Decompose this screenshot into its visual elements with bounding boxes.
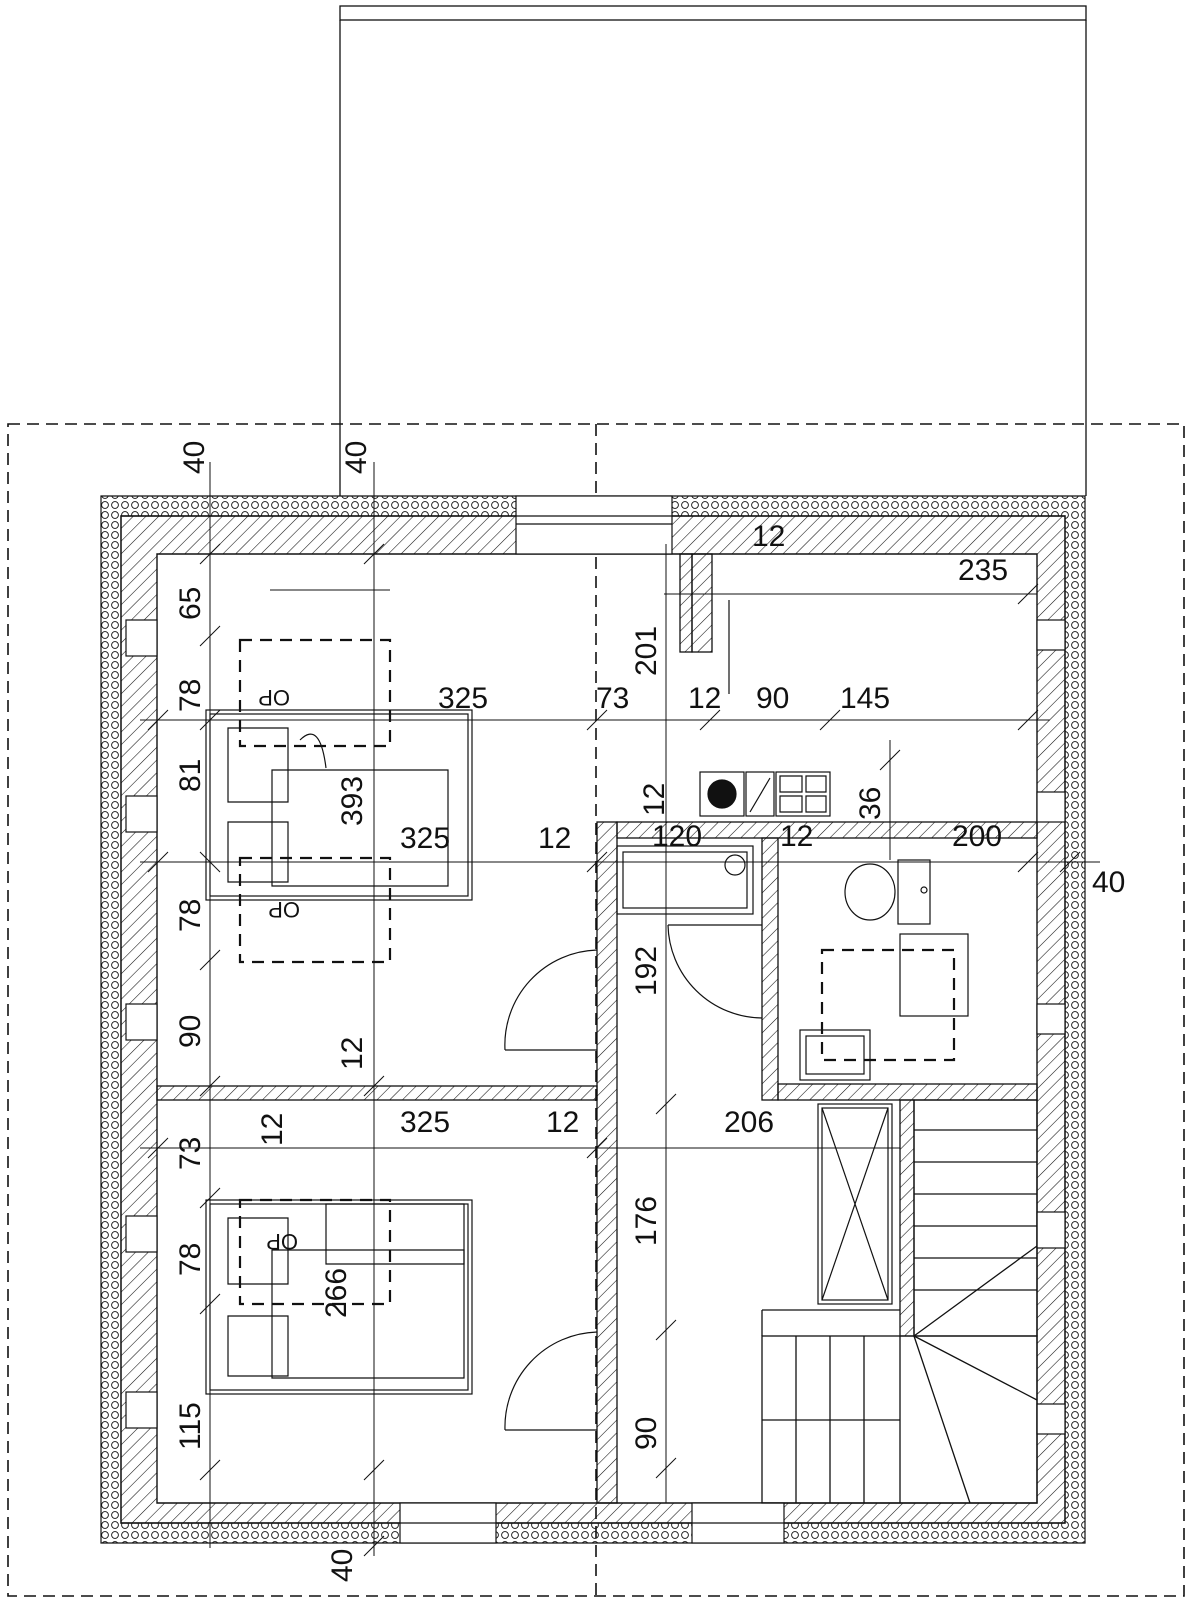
dim-90-a: 90 bbox=[756, 682, 789, 715]
dim-73-a: 73 bbox=[596, 682, 629, 715]
bed-lower bbox=[205, 1199, 473, 1395]
dim-393: 393 bbox=[336, 776, 369, 826]
dim-266: 266 bbox=[320, 1268, 353, 1318]
dim-40-top-b: 40 bbox=[340, 441, 373, 474]
dimension-lines bbox=[140, 462, 1100, 1556]
dim-90-c: 90 bbox=[630, 1417, 663, 1450]
dim-81: 81 bbox=[174, 759, 207, 792]
dim-12-f: 12 bbox=[336, 1037, 369, 1070]
terrace-outline bbox=[339, 5, 1087, 496]
dim-12-g: 12 bbox=[256, 1113, 289, 1146]
dim-12-top: 12 bbox=[752, 520, 785, 553]
dim-12-h: 12 bbox=[546, 1106, 579, 1139]
kitchen-appliances bbox=[699, 600, 831, 817]
dim-78-b: 78 bbox=[174, 899, 207, 932]
interior-walls bbox=[156, 553, 1038, 1504]
dim-200: 200 bbox=[952, 820, 1002, 853]
op-label-3: OP bbox=[266, 1229, 298, 1254]
dim-176: 176 bbox=[630, 1196, 663, 1246]
op-label-2: OP bbox=[268, 897, 300, 922]
attic-labels: OP OP OP bbox=[258, 685, 300, 1254]
windows bbox=[125, 495, 1066, 1544]
dim-78-c: 78 bbox=[174, 1243, 207, 1276]
dim-120: 120 bbox=[652, 820, 702, 853]
staircase bbox=[761, 1099, 1038, 1504]
bathroom-fixtures bbox=[616, 845, 969, 1081]
dim-115: 115 bbox=[174, 1402, 207, 1450]
dim-206: 206 bbox=[724, 1106, 774, 1139]
dim-40-right: 40 bbox=[1092, 866, 1125, 899]
dim-40-bottom: 40 bbox=[326, 1549, 359, 1582]
roof-outline-dashed bbox=[7, 423, 1185, 1597]
insulation-layer bbox=[100, 495, 1086, 1544]
wardrobe bbox=[817, 1103, 893, 1305]
dim-12-d: 12 bbox=[638, 783, 671, 816]
dim-235: 235 bbox=[958, 554, 1008, 587]
dim-12-b: 12 bbox=[688, 682, 721, 715]
dim-325-c: 325 bbox=[400, 1106, 450, 1139]
dimension-labels: 40 40 12 235 201 65 78 325 73 12 90 145 … bbox=[174, 441, 1125, 1582]
attic-zones bbox=[238, 638, 956, 1306]
exterior-walls bbox=[120, 515, 1066, 1524]
dim-12-e: 12 bbox=[780, 820, 813, 853]
dim-201: 201 bbox=[630, 626, 663, 676]
dimension-ticks bbox=[147, 543, 1081, 1557]
dim-325-b: 325 bbox=[400, 822, 450, 855]
dim-65: 65 bbox=[174, 587, 207, 620]
op-label-1: OP bbox=[258, 685, 290, 710]
dim-192: 192 bbox=[630, 946, 663, 996]
dim-73-b: 73 bbox=[174, 1137, 207, 1170]
dim-78-a: 78 bbox=[174, 679, 207, 712]
dim-12-c: 12 bbox=[538, 822, 571, 855]
dim-325-a: 325 bbox=[438, 682, 488, 715]
dim-36: 36 bbox=[854, 787, 887, 820]
doors bbox=[504, 924, 763, 1431]
dim-90-b: 90 bbox=[174, 1015, 207, 1048]
dim-40-top-a: 40 bbox=[178, 441, 211, 474]
dim-145: 145 bbox=[840, 682, 890, 715]
